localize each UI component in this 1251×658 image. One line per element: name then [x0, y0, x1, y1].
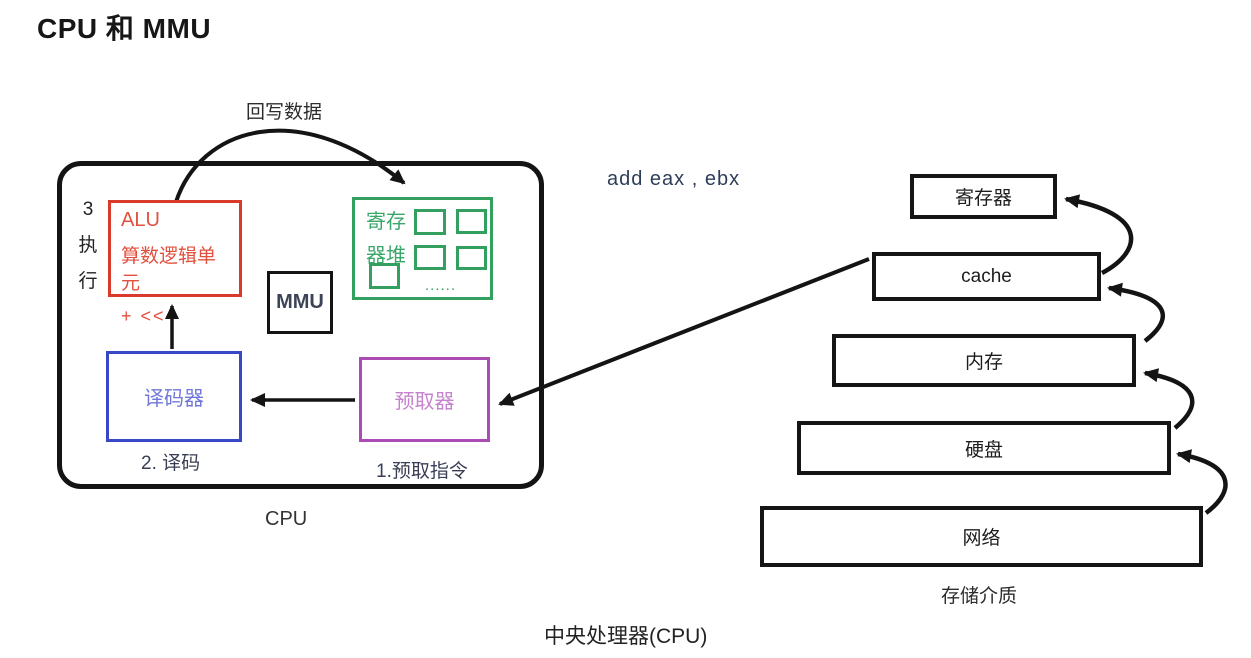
- execute-step-char1: 执: [78, 235, 98, 256]
- execute-step-label: 3 执 行: [76, 192, 100, 300]
- register-cell: [414, 245, 446, 270]
- register-cell: [414, 209, 446, 235]
- page-title: CPU 和 MMU: [37, 13, 212, 44]
- alu-operators: + <<: [121, 306, 166, 326]
- storage-level-disk: 硬盘: [797, 421, 1171, 475]
- storage-caption: 存储介质: [941, 586, 1018, 607]
- decoder-step-caption: 2. 译码: [141, 453, 201, 474]
- alu-name: ALU: [121, 209, 160, 231]
- storage-level-cache: cache: [872, 252, 1101, 301]
- footer-label: 中央处理器(CPU): [544, 625, 708, 648]
- register-cell: [369, 263, 400, 289]
- storage-level-register: 寄存器: [910, 174, 1057, 219]
- alu-box: ALU 算数逻辑单元 + <<: [108, 200, 242, 326]
- register-file-name: 寄存 器堆: [366, 205, 406, 273]
- register-cell: [456, 209, 487, 234]
- disk-to-memory-arrow: [1143, 368, 1195, 430]
- prefetcher-label: 预取器: [394, 391, 455, 413]
- execute-step-number: 3: [82, 199, 94, 220]
- decoder-box: 译码器: [106, 351, 242, 442]
- register-file-name-line1: 寄存: [366, 211, 406, 233]
- writeback-label: 回写数据: [246, 102, 323, 123]
- cpu-caption: CPU: [265, 508, 308, 530]
- cpu-container-box: [57, 161, 544, 489]
- prefetcher-step-caption: 1.预取指令: [376, 461, 468, 482]
- mmu-label: MMU: [276, 291, 324, 313]
- alu-description: 算数逻辑单元: [121, 246, 217, 294]
- register-file-box: 寄存 器堆 ......: [352, 197, 493, 300]
- instruction-text: add eax , ebx: [607, 168, 741, 190]
- mmu-box: MMU: [267, 271, 333, 334]
- storage-level-label: 网络: [962, 528, 1001, 549]
- storage-level-label: 寄存器: [954, 188, 1012, 209]
- storage-level-network: 网络: [760, 506, 1203, 567]
- register-file-ellipsis: ......: [425, 277, 457, 294]
- storage-level-label: cache: [961, 265, 1012, 287]
- prefetcher-box: 预取器: [359, 357, 490, 442]
- network-to-disk-arrow: [1176, 449, 1228, 515]
- storage-level-label: 硬盘: [964, 439, 1003, 461]
- register-file-name-line2: 器堆: [366, 245, 406, 267]
- decoder-label: 译码器: [144, 388, 204, 410]
- storage-level-label: 内存: [964, 352, 1003, 373]
- storage-level-memory: 内存: [832, 334, 1136, 387]
- register-cell: [456, 246, 487, 270]
- cache-to-prefetcher-arrow: [498, 257, 870, 406]
- execute-step-char2: 行: [78, 271, 98, 292]
